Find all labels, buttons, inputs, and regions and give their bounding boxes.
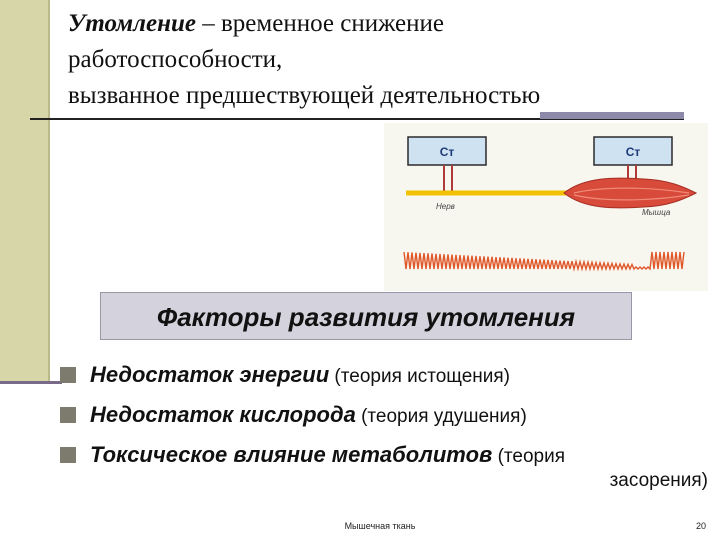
title-divider <box>30 118 684 120</box>
factor-theory: (теория удушения) <box>355 406 527 427</box>
nerve-label: Нерв <box>436 202 455 211</box>
factors-list: Недостаток энергии (теория истощения) Не… <box>60 356 710 476</box>
nerve-muscle-diagram: Ст Ст Нерв Мышца <box>403 136 698 272</box>
title-line1: – временное снижение <box>196 10 444 37</box>
fatigue-experiment-figure: Ст Ст Нерв Мышца <box>384 123 708 291</box>
factors-banner: Факторы развития утомления <box>100 292 632 340</box>
slide-title: Утомление – временное снижение работоспо… <box>68 6 708 114</box>
page-number: 20 <box>695 521 706 531</box>
left-decor-line <box>0 381 62 384</box>
factor-theory: (теория <box>492 446 565 467</box>
list-item: Недостаток кислорода (теория удушения) <box>60 396 710 436</box>
muscle-striation-1 <box>573 187 690 194</box>
stimulator-left-label: Ст <box>440 145 455 159</box>
title-divider-accent <box>540 112 684 119</box>
muscle-body <box>563 177 698 209</box>
title-term: Утомление <box>68 10 196 37</box>
bullet-square-icon <box>60 447 76 463</box>
factor-theory: (теория истощения) <box>329 366 511 387</box>
factor-title: Недостаток энергии <box>90 362 330 387</box>
stimulator-right-box <box>593 136 673 166</box>
factor-title: Токсическое влияние метаболитов <box>90 442 493 467</box>
factor-title: Недостаток кислорода <box>90 402 356 427</box>
factor-theory-continuation: засорения) <box>609 470 708 491</box>
factors-banner-text: Факторы развития утомления <box>156 302 576 332</box>
muscle-label: Мышца <box>642 208 671 217</box>
bullet-square-icon <box>60 407 76 423</box>
stimulator-left-box <box>407 136 487 166</box>
muscle-striation-2 <box>573 194 690 201</box>
bullet-square-icon <box>60 367 76 383</box>
list-item: Недостаток энергии (теория истощения) <box>60 356 710 396</box>
contraction-trace <box>403 251 685 272</box>
footer-title: Мышечная ткань <box>344 521 416 531</box>
title-line2: работоспособности, <box>68 46 283 73</box>
title-line3: вызванное предшествующей деятельностью <box>68 82 541 109</box>
left-decor-bar <box>0 0 50 383</box>
stimulator-right-label: Ст <box>626 145 641 159</box>
list-item: Токсическое влияние метаболитов (теория <box>60 436 710 476</box>
